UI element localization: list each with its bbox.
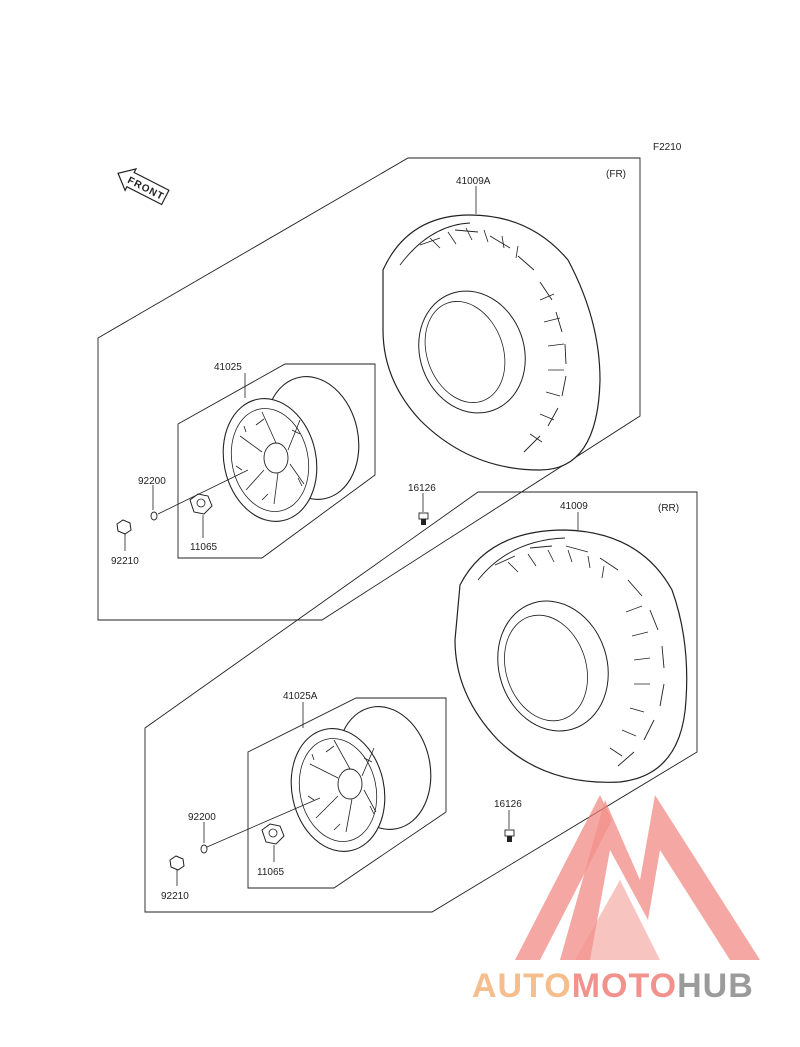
rear-nut-part-label: 92210 (161, 891, 189, 902)
front-nut-part-label: 92210 (111, 556, 139, 567)
front-washer-icon (150, 511, 158, 521)
watermark-triangle-icon (515, 795, 760, 960)
rear-rim-part-label: 41025A (283, 691, 318, 702)
front-cap-nut-icon (189, 493, 213, 515)
front-tire (382, 214, 601, 471)
rear-position-label: (RR) (658, 503, 679, 514)
front-rim-frame (177, 363, 376, 559)
rear-group-frame (144, 491, 698, 913)
rear-valve-icon (504, 829, 515, 842)
front-valve-icon (418, 512, 429, 525)
rear-tire (454, 529, 688, 783)
front-group: (FR) 41009A 41025 (97, 157, 641, 621)
rear-cap-nut-icon (261, 823, 285, 845)
front-lug-nut-icon (116, 519, 132, 535)
rear-rim (290, 706, 432, 852)
front-position-label: (FR) (606, 169, 626, 180)
front-valve-part-label: 16126 (408, 483, 436, 494)
rear-washer-icon (200, 844, 208, 854)
watermark-word-hub: HUB (677, 967, 754, 1005)
front-washer-part-label: 92200 (138, 476, 166, 487)
front-rim (222, 376, 360, 522)
rear-lug-nut-icon (169, 855, 185, 871)
watermark-logo: AUTOMOTOHUB (472, 795, 760, 1005)
rear-rim-frame (247, 697, 447, 889)
rear-tire-part-label: 41009 (560, 501, 588, 512)
front-rim-part-label: 41025 (214, 362, 242, 373)
front-group-frame (97, 157, 641, 621)
front-tire-part-label: 41009A (456, 176, 491, 187)
rear-group: (RR) 41009 41025A (144, 491, 698, 913)
front-arrow-icon: FRONT (117, 168, 170, 206)
front-cap-part-label: 11065 (190, 542, 218, 553)
watermark-word-auto: AUTO (472, 967, 572, 1005)
rear-washer-part-label: 92200 (188, 812, 216, 823)
svg-text:AUTOMOTOHUB: AUTOMOTOHUB (472, 967, 754, 1005)
figure-code: F2210 (653, 142, 682, 153)
rear-valve-part-label: 16126 (494, 799, 522, 810)
rear-cap-part-label: 11065 (257, 867, 285, 878)
watermark-word-moto: MOTO (572, 967, 677, 1005)
